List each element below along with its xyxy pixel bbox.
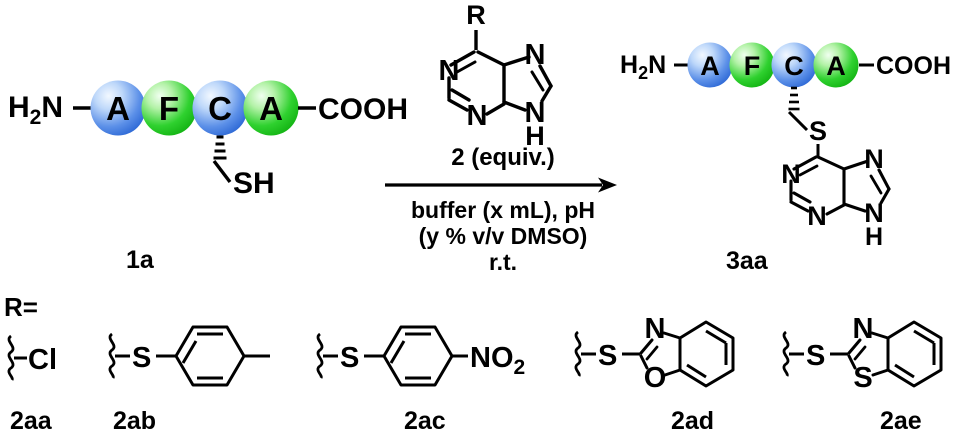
r-group-label-reagent: R: [466, 0, 486, 30]
squiggle-bond-2aa: [7, 334, 15, 381]
reagent-purine-structure: R: [439, 0, 553, 151]
product-thioether-linker: S: [787, 86, 827, 156]
product-bead-a2-letter: A: [826, 51, 846, 81]
squiggle-bond-2ad: [574, 330, 582, 377]
condition-line-1: buffer (x mL), pH: [411, 197, 595, 223]
product-c-terminus: COOH: [876, 52, 951, 80]
pyrimidine-ring: [447, 50, 506, 116]
r-group-2ae-s-ring-label: S: [853, 362, 872, 394]
reactant-thiol-label: SH: [233, 167, 275, 200]
condition-line-3: r.t.: [488, 248, 518, 275]
product-pyrimidine-ring: [789, 155, 846, 216]
product-bead-c-letter: C: [784, 51, 804, 81]
product-n3-label: N: [807, 201, 827, 231]
r-group-2ac-s-label: S: [340, 342, 359, 374]
r-group-2ab-s-label: S: [132, 342, 151, 374]
squiggle-bond-2ae: [782, 330, 790, 377]
product-peptide-backbone: H2N A F C A COOH: [620, 42, 951, 88]
product-thioether-s-label: S: [809, 116, 827, 146]
r-group-2ae-structure: S N S: [782, 313, 943, 394]
r-group-2ad-o-label: O: [644, 362, 667, 394]
product-bead-f: [729, 42, 775, 88]
r-group-2ad-n-label: N: [645, 313, 666, 345]
fused-benzene-2ae: [886, 320, 943, 388]
bead-a1-letter: A: [106, 90, 130, 127]
r-group-2aa-cl-label: Cl: [28, 344, 57, 376]
conditions-below-arrow: buffer (x mL), pH (y % v/v DMSO) r.t.: [383, 197, 623, 275]
reagent-n7-label: N: [525, 39, 546, 71]
reactant-n-terminus: H2N: [8, 91, 63, 129]
r-group-2ae-s-label: S: [806, 340, 825, 372]
hashed-stereo-bond-reactant: [213, 135, 227, 160]
product-bead-f-letter: F: [744, 51, 761, 81]
product-bead-c: [771, 42, 817, 88]
r-group-2ae-n-label: N: [853, 313, 874, 345]
condition-line-2: (y % v/v DMSO): [418, 222, 588, 249]
bond-ch2-s-product: [787, 110, 809, 132]
bead-f-letter: F: [159, 90, 179, 127]
fused-benzene-2ad: [678, 320, 735, 388]
compound-label-2ab: 2ab: [113, 407, 157, 435]
bond-ch2-sh: [212, 159, 232, 184]
compound-label-2ad: 2ad: [671, 407, 715, 435]
bead-a2-letter: A: [259, 90, 283, 127]
compound-label-3aa: 3aa: [726, 247, 768, 275]
reagent-n9-label: N: [525, 97, 546, 129]
imidazole-ring: [502, 55, 553, 112]
r-group-2aa-structure: Cl: [7, 334, 57, 381]
bead-c-letter: C: [208, 90, 232, 127]
r-group-2ad-structure: S N O: [574, 313, 735, 394]
product-n-terminus: H2N: [620, 51, 666, 83]
r-group-legend-title: R=: [4, 292, 38, 322]
hashed-stereo-bond-product: [788, 86, 800, 111]
product-n7-label: N: [864, 144, 884, 174]
bead-c: [192, 80, 248, 136]
product-bead-a2: [813, 42, 859, 88]
benzene-ring-2ab: [174, 325, 246, 387]
r-group-2ac-nitro-label: NO2: [470, 342, 525, 379]
product-bead-a1-letter: A: [700, 51, 720, 81]
product-bead-a1: [687, 42, 733, 88]
bead-a1: [90, 80, 146, 136]
reagent-n1-label: N: [439, 55, 460, 87]
reactant-structure-1a: H2N A F C A COOH SH: [8, 80, 408, 200]
product-imidazole-ring: [842, 159, 891, 213]
product-purine-structure: N N N N H: [781, 144, 891, 251]
bead-a2: [243, 80, 299, 136]
reaction-arrow: [385, 177, 617, 193]
r-group-2ac-structure: S NO2: [316, 325, 525, 387]
conditions-above-arrow: 2 (equiv.): [451, 144, 555, 171]
product-n1-label: N: [781, 159, 801, 189]
compound-label-2aa: 2aa: [10, 407, 52, 435]
reagent-n3-label: N: [467, 100, 488, 132]
compound-label-2ae: 2ae: [880, 407, 922, 435]
reagent-n9-h-label: H: [525, 121, 545, 151]
reactant-c-terminus: COOH: [318, 93, 408, 126]
product-n9-h-label: H: [865, 223, 883, 251]
bead-f: [141, 80, 197, 136]
squiggle-bond-2ac: [316, 332, 324, 379]
benzene-ring-2ac: [382, 325, 454, 387]
compound-label-1a: 1a: [126, 246, 154, 274]
r-group-2ad-s-label: S: [598, 340, 617, 372]
product-n9-label: N: [864, 198, 884, 228]
squiggle-bond-2ab: [108, 332, 116, 379]
compound-label-2ac: 2ac: [404, 407, 446, 435]
r-group-2ab-structure: S: [108, 325, 270, 387]
